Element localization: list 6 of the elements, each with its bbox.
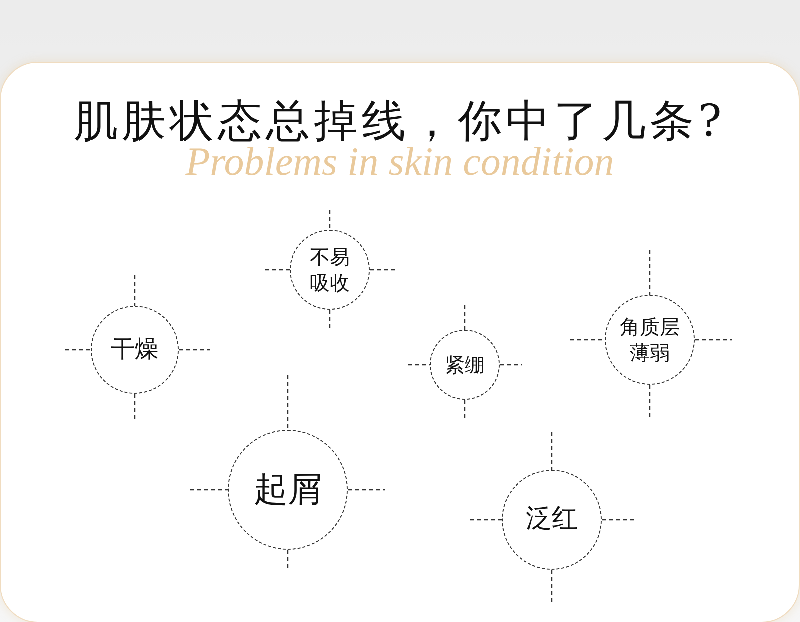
circle-label: 起屑	[254, 468, 322, 512]
circle-label: 泛红	[526, 503, 578, 536]
circle-label: 不易吸收	[309, 244, 351, 296]
circle-label: 角质层薄弱	[619, 314, 681, 366]
circle-label: 紧绷	[445, 352, 485, 378]
circle-label: 干燥	[111, 334, 159, 366]
